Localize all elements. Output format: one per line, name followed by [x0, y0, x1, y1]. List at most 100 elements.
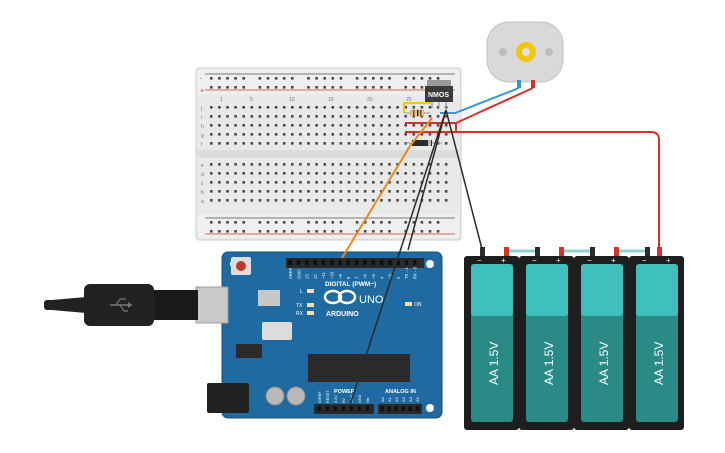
header-pin[interactable] [394, 406, 399, 411]
rail-hole[interactable] [388, 221, 391, 224]
breadboard-hole[interactable] [339, 106, 343, 109]
breadboard-hole[interactable] [258, 190, 262, 193]
breadboard-hole[interactable] [372, 133, 375, 136]
breadboard-hole[interactable] [242, 133, 245, 136]
breadboard-hole[interactable] [274, 106, 278, 109]
rail-hole[interactable] [234, 77, 237, 80]
breadboard-hole[interactable] [355, 181, 359, 184]
breadboard-hole[interactable] [388, 142, 391, 145]
breadboard-hole[interactable] [388, 124, 391, 127]
breadboard-hole[interactable] [396, 142, 399, 145]
breadboard-hole[interactable] [331, 199, 335, 202]
breadboard-hole[interactable] [274, 172, 278, 175]
breadboard-hole[interactable] [396, 172, 399, 175]
rail-hole[interactable] [420, 230, 424, 233]
breadboard-hole[interactable] [234, 133, 237, 136]
battery-terminal-positive[interactable] [559, 247, 564, 256]
breadboard-hole[interactable] [307, 190, 310, 193]
breadboard-hole[interactable] [436, 190, 440, 193]
breadboard-hole[interactable] [250, 133, 254, 136]
breadboard-hole[interactable] [282, 133, 286, 136]
breadboard-hole[interactable] [242, 172, 245, 175]
breadboard-hole[interactable] [404, 115, 407, 118]
rail-hole[interactable] [388, 230, 391, 233]
breadboard-hole[interactable] [372, 124, 375, 127]
breadboard-hole[interactable] [380, 142, 383, 145]
rail-hole[interactable] [291, 221, 294, 224]
breadboard-hole[interactable] [404, 106, 407, 109]
breadboard-hole[interactable] [266, 133, 270, 136]
header-pin[interactable] [408, 406, 413, 411]
breadboard-hole[interactable] [380, 199, 383, 202]
breadboard-hole[interactable] [347, 163, 351, 166]
breadboard-hole[interactable] [315, 133, 318, 136]
breadboard-hole[interactable] [210, 133, 213, 136]
breadboard-hole[interactable] [282, 163, 286, 166]
wire-black-battery-negative[interactable] [445, 109, 483, 250]
breadboard-hole[interactable] [218, 190, 221, 193]
breadboard-hole[interactable] [331, 190, 335, 193]
breadboard-hole[interactable] [372, 172, 375, 175]
breadboard-hole[interactable] [355, 133, 359, 136]
rail-hole[interactable] [323, 230, 326, 233]
rail-hole[interactable] [404, 230, 407, 233]
breadboard-hole[interactable] [266, 163, 270, 166]
breadboard-hole[interactable] [315, 190, 318, 193]
rail-hole[interactable] [323, 77, 326, 80]
header-pin[interactable] [371, 260, 376, 265]
breadboard-hole[interactable] [274, 181, 278, 184]
breadboard-hole[interactable] [388, 163, 391, 166]
breadboard-hole[interactable] [323, 142, 326, 145]
rail-hole[interactable] [282, 221, 286, 224]
wire-orange-pin10[interactable] [341, 117, 433, 259]
breadboard-hole[interactable] [380, 115, 383, 118]
breadboard-hole[interactable] [412, 190, 416, 193]
header-pin[interactable] [333, 406, 338, 411]
breadboard-hole[interactable] [282, 199, 286, 202]
rail-hole[interactable] [363, 86, 367, 89]
rail-hole[interactable] [339, 221, 343, 224]
rail-hole[interactable] [274, 77, 278, 80]
breadboard-hole[interactable] [339, 199, 343, 202]
breadboard-hole[interactable] [266, 124, 270, 127]
breadboard-hole[interactable] [266, 199, 270, 202]
breadboard-hole[interactable] [226, 163, 229, 166]
rail-hole[interactable] [315, 86, 318, 89]
breadboard-hole[interactable] [396, 163, 399, 166]
reset-button-cap[interactable] [236, 261, 246, 271]
breadboard-hole[interactable] [291, 181, 294, 184]
breadboard-hole[interactable] [250, 115, 254, 118]
breadboard-hole[interactable] [363, 181, 367, 184]
breadboard-hole[interactable] [250, 163, 254, 166]
breadboard-hole[interactable] [258, 199, 262, 202]
breadboard-hole[interactable] [258, 115, 262, 118]
breadboard-hole[interactable] [258, 124, 262, 127]
breadboard-hole[interactable] [323, 199, 326, 202]
breadboard-hole[interactable] [428, 199, 432, 202]
breadboard-hole[interactable] [291, 133, 294, 136]
header-pin[interactable] [330, 260, 334, 265]
rail-hole[interactable] [436, 77, 440, 80]
breadboard-hole[interactable] [307, 106, 310, 109]
header-pin[interactable] [349, 406, 354, 411]
breadboard-hole[interactable] [404, 172, 407, 175]
breadboard-hole[interactable] [258, 172, 262, 175]
breadboard-hole[interactable] [331, 142, 335, 145]
rail-hole[interactable] [258, 86, 262, 89]
breadboard-hole[interactable] [218, 115, 221, 118]
rail-hole[interactable] [210, 221, 213, 224]
rail-hole[interactable] [380, 230, 383, 233]
breadboard-hole[interactable] [388, 133, 391, 136]
breadboard-hole[interactable] [355, 163, 359, 166]
breadboard-hole[interactable] [307, 142, 310, 145]
breadboard-hole[interactable] [234, 124, 237, 127]
breadboard-hole[interactable] [242, 142, 245, 145]
breadboard-hole[interactable] [307, 115, 310, 118]
breadboard-hole[interactable] [363, 163, 367, 166]
breadboard-hole[interactable] [372, 115, 375, 118]
header-pin[interactable] [380, 406, 385, 411]
breadboard-hole[interactable] [307, 133, 310, 136]
rail-hole[interactable] [355, 77, 359, 80]
breadboard-hole[interactable] [218, 181, 221, 184]
breadboard-hole[interactable] [331, 124, 335, 127]
